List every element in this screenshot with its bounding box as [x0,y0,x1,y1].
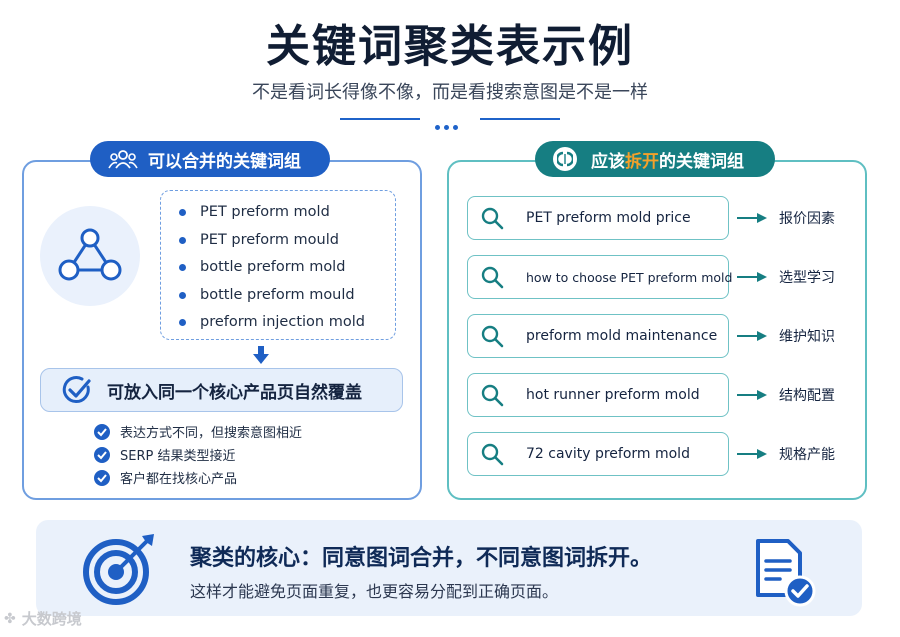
check-icon [94,469,110,486]
keyword-item: preform injection mold [179,309,395,337]
mergeable-keyword-list: PET preform mold PET preform mould bottl… [160,190,396,340]
reason-item: 表达方式不同，但搜索意图相近 [94,420,302,443]
page-subtitle: 不是看词长得像不像，而是看搜索意图是不是一样 [252,82,648,103]
page-title: 关键词聚类表示例 [266,21,634,72]
reason-item: 客户都在找核心产品 [94,466,302,489]
split-badge: 应该拆开的关键词组 [535,141,775,177]
arrow-right-icon [737,390,767,400]
query-pill: hot runner preform mold [467,373,729,417]
network-icon [40,206,140,306]
keyword-item: bottle preform mould [179,282,395,310]
query-pill: 72 cavity preform mold [467,432,729,476]
query-text: preform mold maintenance [526,328,718,344]
search-icon [481,443,504,466]
split-row: how to choose PET preform mold 选型学习 [467,255,847,299]
keyword-item: PET preform mold [179,199,395,227]
split-badge-prefix: 应该 [591,151,625,172]
document-check-icon [752,537,816,607]
check-circle-icon [61,374,93,406]
summary-headline: 聚类的核心：同意图词合并，不同意图词拆开。 [190,546,653,571]
merge-result-label: 可放入同一个核心产品页自然覆盖 [107,382,362,403]
arrow-right-icon [737,449,767,459]
title-divider [340,114,560,130]
arrow-right-icon [737,331,767,341]
summary-banner [36,520,862,616]
search-icon [481,207,504,230]
split-badge-suffix: 的关键词组 [659,151,744,172]
split-row: PET preform mold price 报价因素 [467,196,847,240]
split-row: 72 cavity preform mold 规格产能 [467,432,847,476]
check-icon [94,423,110,440]
summary-detail: 这样才能避免页面重复，也更容易分配到正确页面。 [190,582,559,601]
intent-label: 维护知识 [779,329,835,345]
merge-result-box: 可放入同一个核心产品页自然覆盖 [40,368,403,412]
merge-reasons: 表达方式不同，但搜索意图相近 SERP 结果类型接近 客户都在找核心产品 [94,420,302,489]
intent-label: 规格产能 [779,447,835,463]
keyword-item: PET preform mould [179,227,395,255]
query-text: PET preform mold price [526,210,691,226]
arrow-right-icon [737,272,767,282]
split-badge-highlight: 拆开 [625,151,659,172]
search-icon [481,266,504,289]
watermark-logo-icon: ✤ [4,610,16,627]
users-icon [108,147,138,171]
split-icon [553,147,577,171]
intent-label: 报价因素 [779,211,835,227]
target-icon [80,528,160,608]
query-pill: how to choose PET preform mold [467,255,733,299]
check-icon [94,446,110,463]
query-text: hot runner preform mold [526,387,700,403]
mergeable-badge: 可以合并的关键词组 [90,141,330,177]
split-row: preform mold maintenance 维护知识 [467,314,847,358]
reason-item: SERP 结果类型接近 [94,443,302,466]
split-row: hot runner preform mold 结构配置 [467,373,847,417]
arrow-down-icon [253,346,269,364]
query-pill: PET preform mold price [467,196,729,240]
arrow-right-icon [737,213,767,223]
query-text: 72 cavity preform mold [526,446,690,462]
intent-label: 选型学习 [779,270,835,286]
intent-label: 结构配置 [779,388,835,404]
mergeable-badge-label: 可以合并的关键词组 [148,151,301,172]
keyword-item: bottle preform mold [179,254,395,282]
query-pill: preform mold maintenance [467,314,729,358]
search-icon [481,325,504,348]
search-icon [481,384,504,407]
watermark: ✤ 大数跨境 [4,610,82,628]
query-text: how to choose PET preform mold [526,269,733,285]
